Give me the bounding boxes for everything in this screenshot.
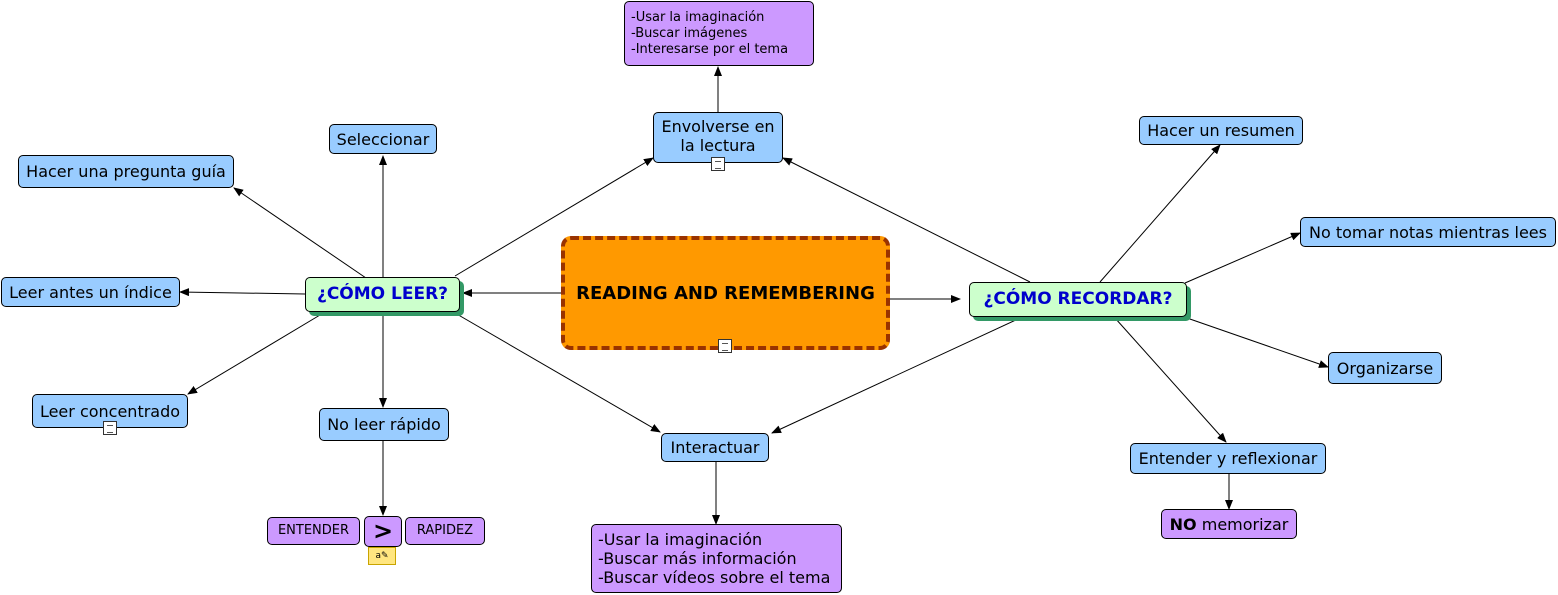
document-icon[interactable] (711, 157, 725, 171)
no-memorizar-label: NO memorizar (1170, 515, 1289, 534)
organizarse-label: Organizarse (1336, 358, 1434, 378)
hacer-resumen-node[interactable]: Hacer un resumen (1139, 116, 1303, 145)
no-leer-rapido-label: No leer rápido (327, 415, 441, 434)
envolverse-detail-3: -Interesarse por el tema (631, 41, 789, 57)
edge-recordar-notas (1184, 232, 1301, 284)
interactuar-node[interactable]: Interactuar (661, 433, 769, 462)
hacer-pregunta-node[interactable]: Hacer una pregunta guía (18, 155, 234, 188)
no-memorizar-bold: NO (1169, 514, 1197, 534)
seleccionar-label: Seleccionar (336, 129, 430, 149)
hacer-resumen-label: Hacer un resumen (1147, 121, 1295, 140)
interactuar-details-node[interactable]: -Usar la imaginación -Buscar más informa… (591, 524, 842, 593)
note-icon[interactable]: a✎ (368, 547, 396, 565)
main-topic-label: READING AND REMEMBERING (576, 282, 875, 304)
no-tomar-notas-node[interactable]: No tomar notas mientras lees (1300, 217, 1556, 247)
edge-recordar-resumen (1099, 144, 1221, 283)
envolverse-label-line1: Envolverse en (661, 117, 775, 136)
entender-reflexionar-node[interactable]: Entender y reflexionar (1130, 443, 1326, 474)
como-recordar-node[interactable]: ¿CÓMO RECORDAR? (969, 282, 1187, 317)
edge-leer-concentrado (187, 314, 321, 395)
rapidez-label: RAPIDEZ (416, 523, 474, 538)
como-leer-node[interactable]: ¿CÓMO LEER? (305, 277, 460, 312)
edge-recordar-interactuar (771, 317, 1021, 434)
envolverse-detail-1: -Usar la imaginación (631, 9, 765, 25)
main-topic-node[interactable]: READING AND REMEMBERING (561, 236, 890, 350)
edge-leer-interactuar (454, 312, 661, 433)
entender-comparison-node[interactable]: ENTENDER (267, 517, 360, 545)
organizarse-node[interactable]: Organizarse (1328, 352, 1442, 384)
entender-reflexionar-label: Entender y reflexionar (1138, 449, 1318, 468)
edge-leer-indice (179, 288, 306, 297)
no-memorizar-rest: memorizar (1196, 514, 1289, 534)
edge-recordar-organizarse (1186, 317, 1329, 368)
edge-leer-envolverse (454, 157, 654, 277)
seleccionar-node[interactable]: Seleccionar (329, 124, 437, 154)
leer-concentrado-label: Leer concentrado (39, 401, 181, 421)
envolverse-detail-2: -Buscar imágenes (631, 25, 748, 41)
interactuar-detail-2: -Buscar más información (598, 549, 797, 568)
envolverse-label-line2: la lectura (680, 136, 756, 155)
edge-recordar-envolverse (782, 157, 1031, 283)
no-memorizar-node[interactable]: NO memorizar (1161, 509, 1297, 539)
document-icon[interactable] (103, 421, 117, 435)
no-tomar-notas-label: No tomar notas mientras lees (1309, 222, 1547, 242)
hacer-pregunta-label: Hacer una pregunta guía (26, 162, 226, 181)
como-leer-label: ¿CÓMO LEER? (316, 284, 449, 304)
entender-comparison-label: ENTENDER (277, 523, 350, 538)
interactuar-label: Interactuar (670, 438, 760, 457)
document-icon[interactable] (718, 339, 732, 353)
edge-leer-pregunta (233, 187, 367, 279)
greater-than-label: > (372, 517, 394, 545)
rapidez-node[interactable]: RAPIDEZ (405, 517, 485, 545)
greater-than-node[interactable]: > (364, 516, 402, 547)
no-leer-rapido-node[interactable]: No leer rápido (319, 408, 449, 441)
leer-indice-label: Leer antes un índice (9, 282, 172, 302)
envolverse-details-node[interactable]: -Usar la imaginación -Buscar imágenes -I… (624, 1, 814, 66)
edge-recordar-entender (1114, 317, 1227, 443)
leer-indice-node[interactable]: Leer antes un índice (1, 277, 180, 307)
como-recordar-label: ¿CÓMO RECORDAR? (983, 289, 1173, 309)
interactuar-detail-1: -Usar la imaginación (598, 530, 763, 549)
interactuar-detail-3: -Buscar vídeos sobre el tema (598, 568, 831, 587)
envolverse-node[interactable]: Envolverse en la lectura (653, 112, 783, 163)
